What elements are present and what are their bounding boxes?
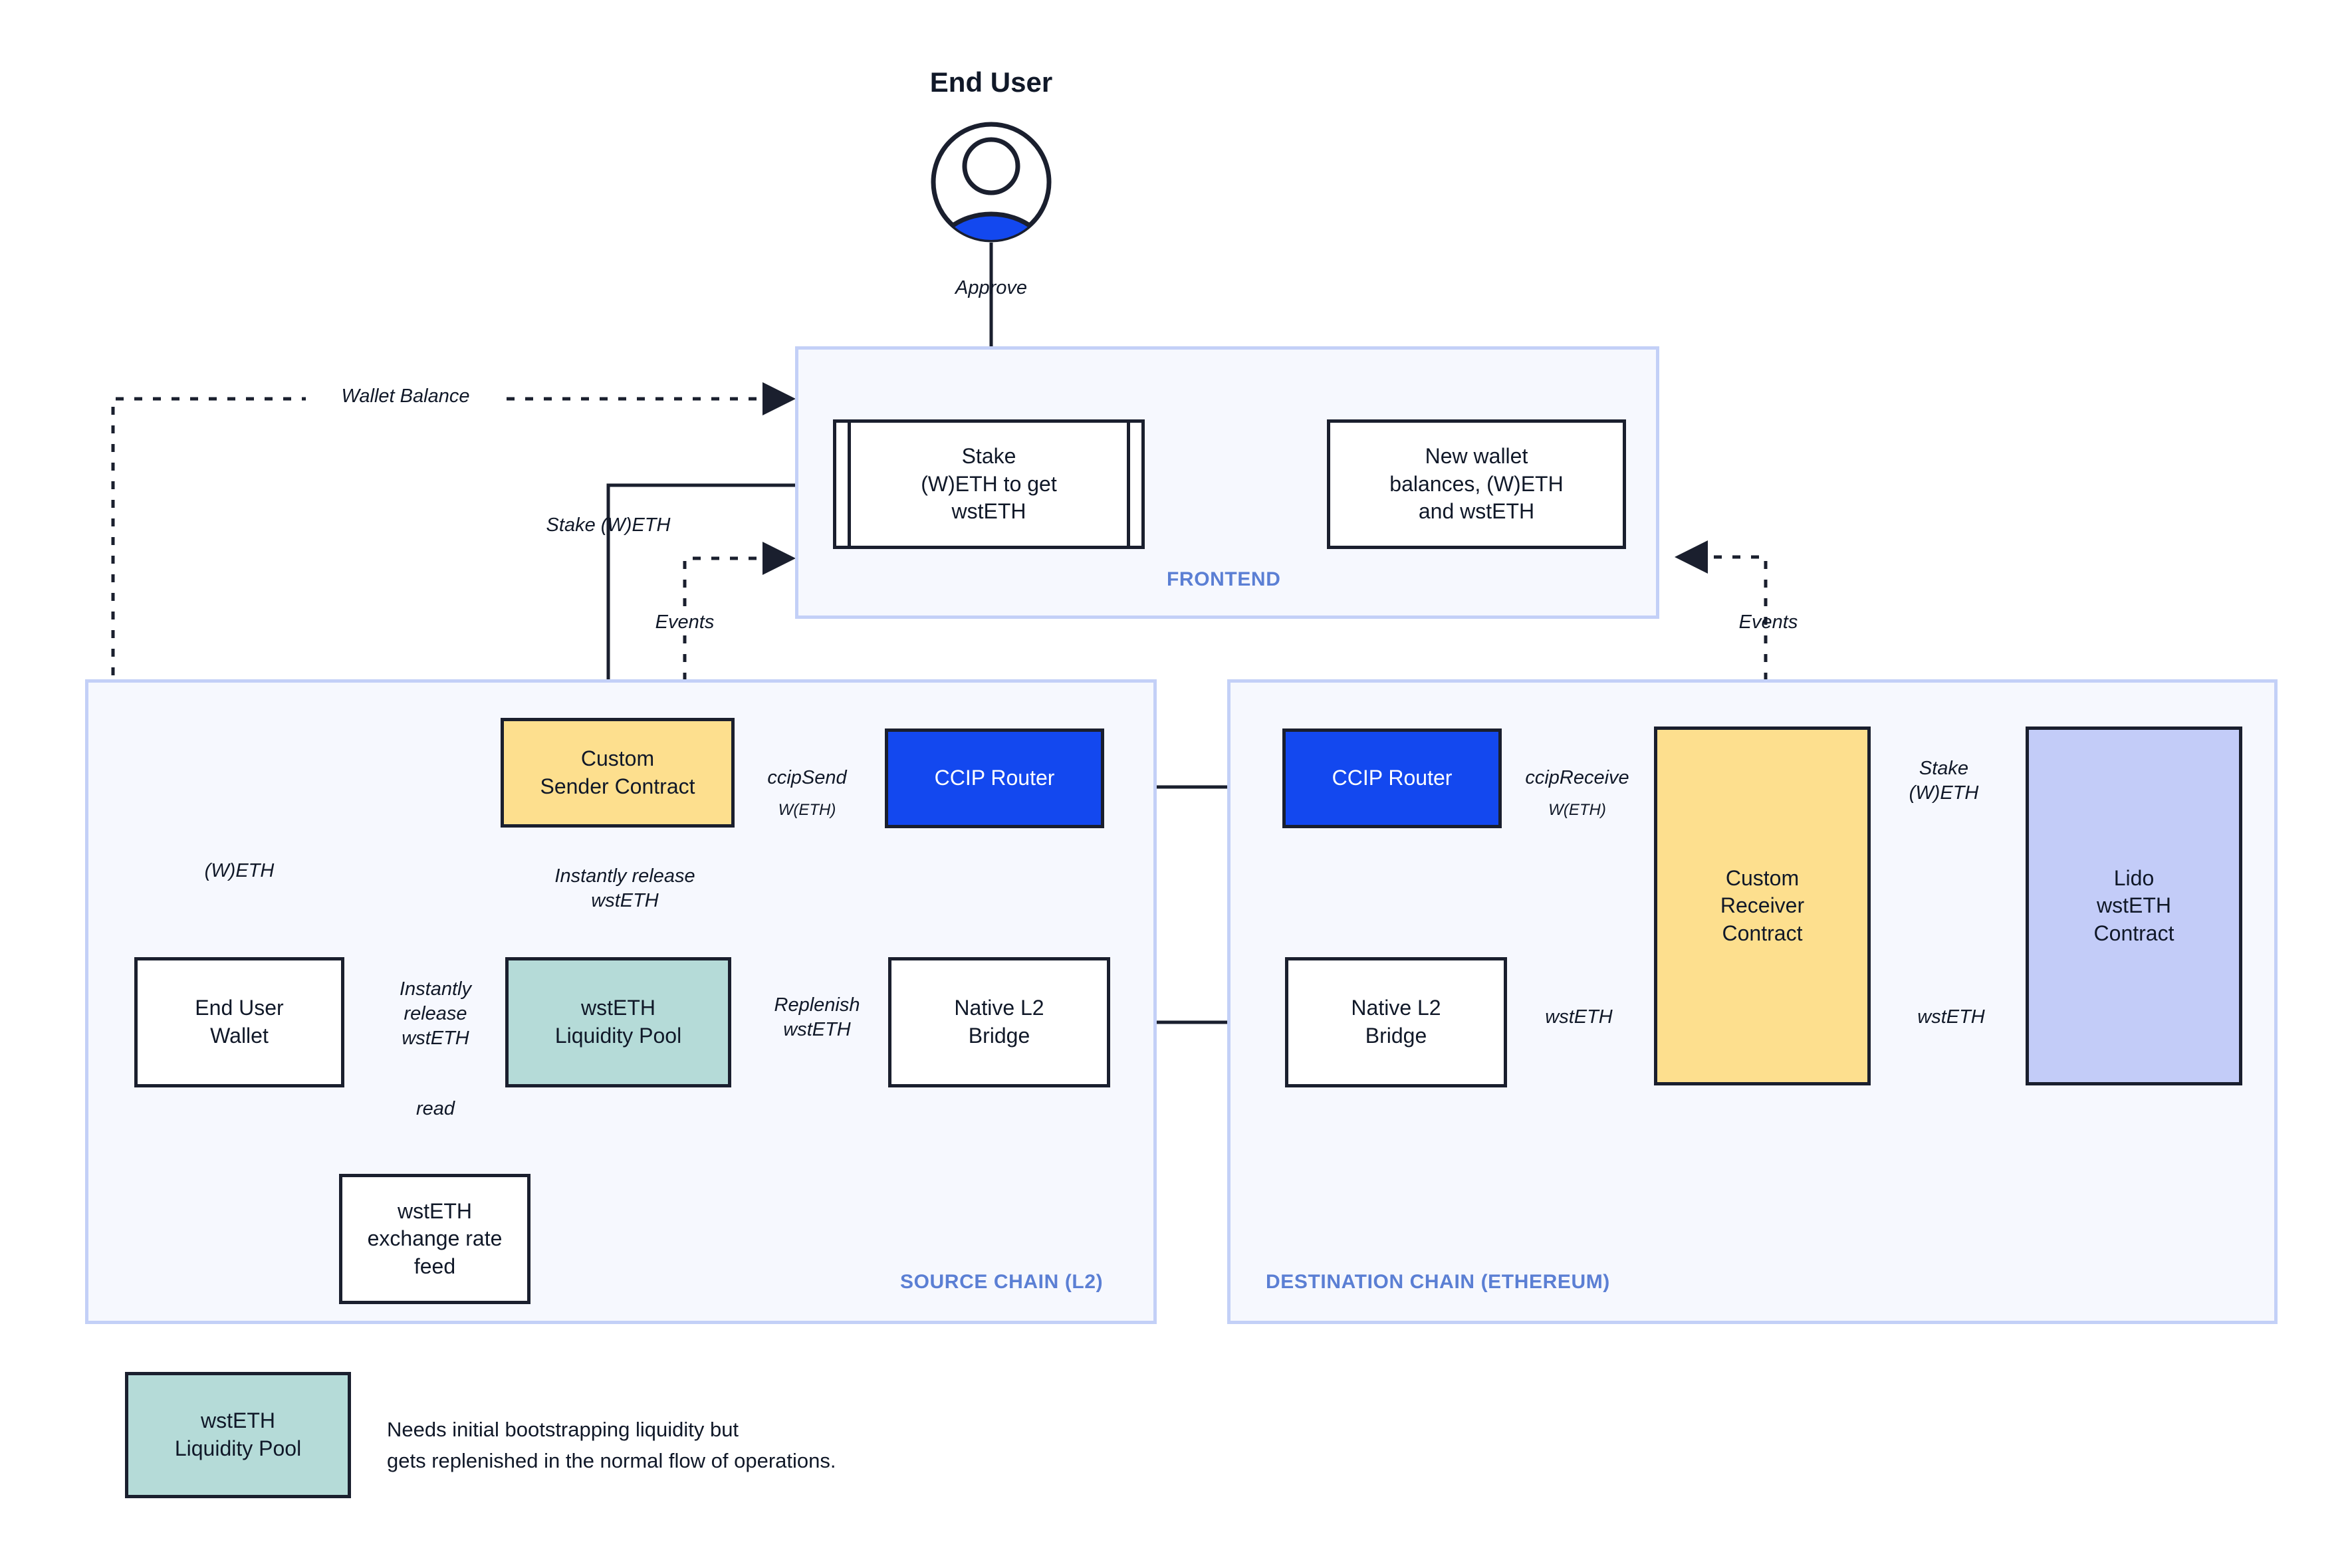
node-ccip-router-source[interactable]: CCIP Router bbox=[885, 728, 1104, 828]
edge-events-left bbox=[683, 542, 796, 718]
edge-label-events-left: Events bbox=[618, 610, 751, 635]
node-native-l2-bridge-destination-label: Native L2 Bridge bbox=[1351, 996, 1441, 1048]
node-ccip-router-source-label: CCIP Router bbox=[934, 766, 1055, 790]
edge-label-wsteth-lido: wstETH bbox=[1917, 1006, 1985, 1028]
node-stake-ui-label: Stake (W)ETH to get wstETH bbox=[921, 444, 1057, 524]
edge-stake-weth bbox=[593, 483, 833, 719]
edge-label-read: read bbox=[376, 1097, 495, 1122]
persona-title: End User bbox=[929, 66, 1053, 98]
node-wsteth-exchange-rate-feed-label: wstETH exchange rate feed bbox=[367, 1198, 503, 1278]
node-custom-receiver-contract[interactable]: Custom Receiver Contract bbox=[1654, 727, 1871, 1085]
edge-label-instantly-release-wsteth-vertical: Instantly release wstETH bbox=[554, 865, 695, 912]
node-lido-wsteth-contract-label: Lido wstETH Contract bbox=[2093, 865, 2174, 945]
edge-label-wallet-balance: Wallet Balance bbox=[306, 384, 505, 409]
node-native-l2-bridge-source-label: Native L2 Bridge bbox=[954, 996, 1044, 1048]
edge-label-instantly-release-wsteth-horizontal: Instantly release wstETH bbox=[400, 978, 471, 1050]
node-end-user-wallet-label: End User Wallet bbox=[195, 996, 284, 1048]
subprocess-bar-right bbox=[1127, 419, 1130, 549]
subprocess-bar-left bbox=[848, 419, 851, 549]
edge-label-events-right: Events bbox=[1738, 612, 1798, 633]
edge-label-approve: Approve bbox=[955, 277, 1027, 298]
edge-label-ccipreceive: ccipReceive bbox=[1525, 767, 1629, 788]
edge-label-ccipsend: ccipSend bbox=[767, 767, 847, 788]
legend-swatch-wsteth-liquidity-pool: wstETH Liquidity Pool bbox=[125, 1372, 351, 1498]
edge-label-weth: (W)ETH bbox=[204, 860, 275, 881]
container-source-chain-label: SOURCE CHAIN (L2) bbox=[900, 1271, 1104, 1293]
node-ccip-router-destination-label: CCIP Router bbox=[1332, 766, 1453, 790]
node-native-l2-bridge-destination[interactable]: Native L2 Bridge bbox=[1285, 957, 1507, 1087]
node-custom-sender-contract[interactable]: Custom Sender Contract bbox=[501, 718, 735, 828]
node-ccip-router-destination[interactable]: CCIP Router bbox=[1282, 728, 1502, 828]
node-lido-wsteth-contract[interactable]: Lido wstETH Contract bbox=[2026, 727, 2242, 1085]
node-wsteth-exchange-rate-feed[interactable]: wstETH exchange rate feed bbox=[339, 1174, 530, 1304]
edge-label-ccipsend-sub: W(ETH) bbox=[778, 801, 836, 819]
node-wsteth-liquidity-pool-label: wstETH Liquidity Pool bbox=[554, 996, 682, 1048]
node-new-wallet-balances-label: New wallet balances, (W)ETH and wstETH bbox=[1389, 444, 1564, 524]
edge-label-stake-weth: Stake (W)ETH bbox=[546, 514, 671, 536]
edge-label-wsteth-receiver: wstETH bbox=[1545, 1006, 1613, 1028]
node-native-l2-bridge-source[interactable]: Native L2 Bridge bbox=[888, 957, 1110, 1087]
node-custom-receiver-contract-label: Custom Receiver Contract bbox=[1720, 865, 1805, 945]
node-stake-ui[interactable]: Stake (W)ETH to get wstETH bbox=[833, 419, 1145, 549]
container-frontend-label: FRONTEND bbox=[1167, 568, 1281, 590]
edge-label-stake-weth-destination: Stake (W)ETH bbox=[1909, 758, 1979, 804]
legend-swatch-label: wstETH Liquidity Pool bbox=[174, 1408, 302, 1460]
edge-label-ccipreceive-sub: W(ETH) bbox=[1548, 801, 1606, 819]
legend-note: Needs initial bootstrapping liquidity bu… bbox=[387, 1418, 836, 1472]
container-destination-chain-label: DESTINATION CHAIN (ETHEREUM) bbox=[1266, 1271, 1610, 1293]
node-new-wallet-balances: New wallet balances, (W)ETH and wstETH bbox=[1327, 419, 1626, 549]
node-end-user-wallet[interactable]: End User Wallet bbox=[134, 957, 344, 1087]
node-custom-sender-contract-label: Custom Sender Contract bbox=[540, 746, 695, 798]
edge-label-replenish-wsteth: Replenish wstETH bbox=[774, 994, 860, 1041]
node-wsteth-liquidity-pool[interactable]: wstETH Liquidity Pool bbox=[505, 957, 731, 1087]
